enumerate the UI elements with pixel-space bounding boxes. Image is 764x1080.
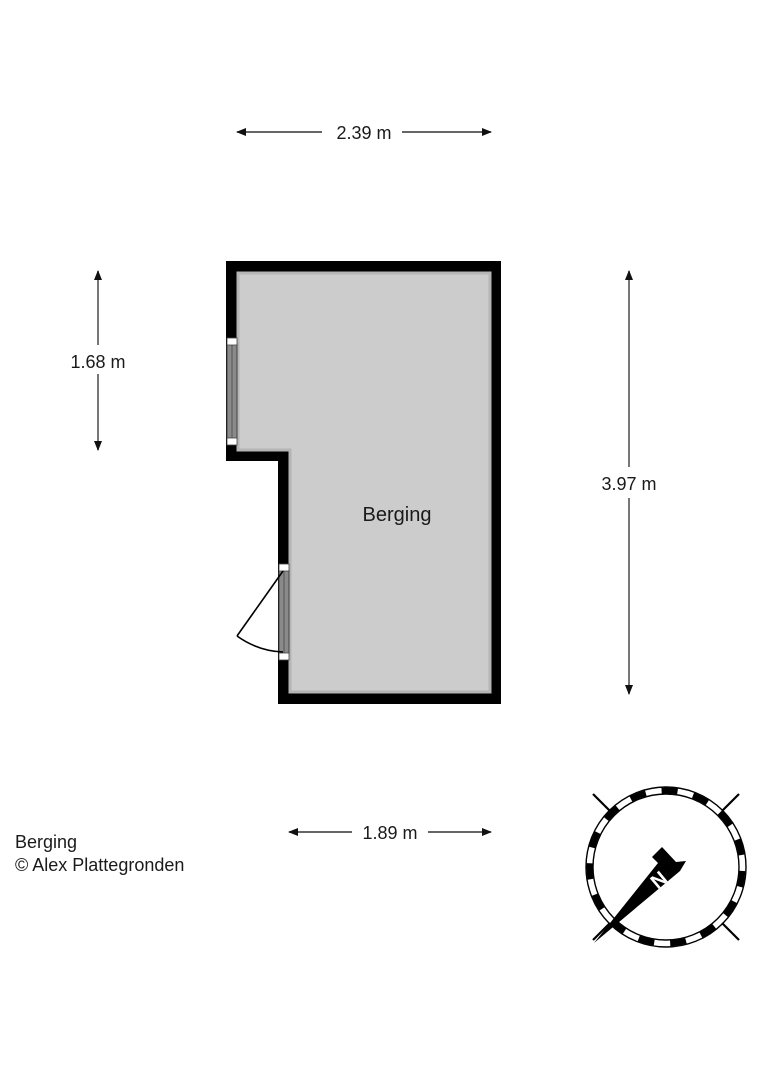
room-berging: Berging	[226, 261, 501, 704]
dimension-left-height: 1.68 m	[70, 270, 126, 451]
caption-copyright: © Alex Plattegronden	[15, 855, 185, 875]
door-leaf	[236, 570, 284, 637]
caption: Berging © Alex Plattegronden	[15, 831, 184, 877]
dimension-top-width: 2.39 m	[236, 123, 492, 143]
caption-title: Berging	[15, 832, 78, 852]
door	[236, 563, 290, 661]
dimension-top-label: 2.39 m	[336, 123, 391, 143]
dimension-bottom-label: 1.89 m	[362, 823, 417, 843]
compass: N	[585, 786, 747, 948]
room-floor	[238, 273, 490, 692]
window	[226, 337, 238, 446]
room-label: Berging	[363, 504, 432, 526]
north-arrow-icon	[594, 847, 686, 943]
dimension-left-label: 1.68 m	[70, 352, 125, 372]
door-swing-arc	[236, 635, 284, 653]
dimension-bottom-width: 1.89 m	[288, 823, 492, 843]
dimension-right-label: 3.97 m	[601, 474, 656, 494]
dimension-right-height: 3.97 m	[601, 270, 657, 695]
